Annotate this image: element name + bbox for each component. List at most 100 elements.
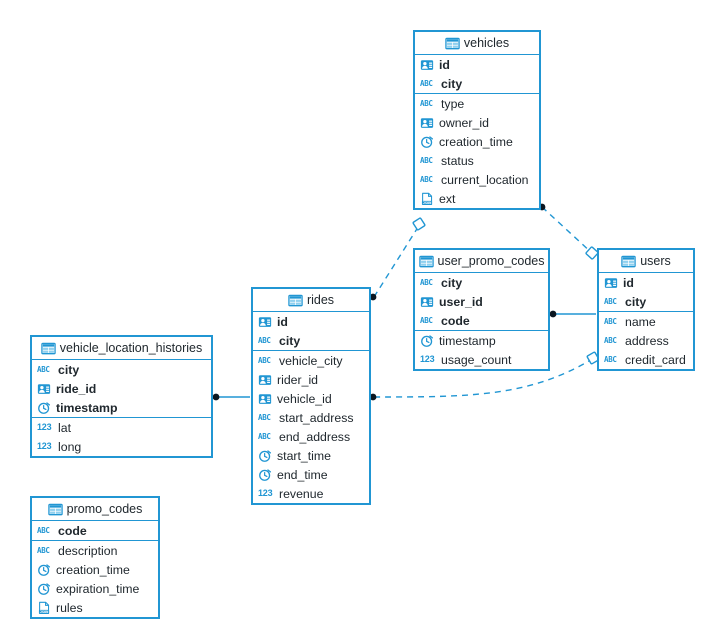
column-row[interactable]: id [599, 273, 693, 292]
column-row[interactable]: ABC description [32, 541, 158, 560]
column-row[interactable]: ABC city [599, 292, 693, 311]
relationship-vlh-rides[interactable] [212, 393, 250, 401]
table-header[interactable]: promo_codes [32, 498, 158, 521]
123-number-icon: 123 [258, 488, 273, 498]
column-row[interactable]: creation_time [32, 560, 158, 579]
column-row[interactable]: id [415, 55, 539, 74]
column-name: city [279, 333, 301, 348]
column-name: id [277, 314, 288, 329]
table-grid-icon [288, 293, 303, 307]
relationship-upc-users[interactable] [549, 310, 596, 318]
table-grid-icon [41, 341, 56, 355]
table-header[interactable]: users [599, 250, 693, 273]
abc-string-icon: ABC [420, 175, 433, 184]
column-row[interactable]: end_time [253, 465, 369, 484]
json-document-icon: JSON [37, 601, 51, 615]
column-row[interactable]: expiration_time [32, 579, 158, 598]
column-row[interactable]: timestamp [32, 398, 211, 417]
table-name: vehicle_location_histories [59, 341, 203, 355]
column-row[interactable]: owner_id [415, 113, 539, 132]
abc-string-icon: ABC [604, 355, 617, 364]
abc-string-icon: ABC [258, 356, 271, 365]
column-name: timestamp [56, 400, 118, 415]
column-row[interactable]: ABC code [415, 311, 548, 330]
abc-string-icon: ABC [258, 336, 271, 345]
column-name: rules [56, 600, 83, 615]
column-row[interactable]: ABC credit_card [599, 350, 693, 369]
column-row[interactable]: user_id [415, 292, 548, 311]
table-header[interactable]: user_promo_codes [415, 250, 548, 273]
column-name: name [625, 314, 656, 329]
abc-string-icon: ABC [604, 336, 617, 345]
column-name: id [439, 57, 450, 72]
abc-string-icon: ABC [258, 432, 271, 441]
column-name: start_address [279, 410, 354, 425]
abc-string-icon: ABC [420, 79, 433, 88]
column-name: ride_id [56, 381, 97, 396]
column-row[interactable]: ABC vehicle_city [253, 351, 369, 370]
column-name: vehicle_city [279, 353, 343, 368]
column-row[interactable]: ABC city [253, 331, 369, 350]
abc-string-icon: ABC [604, 297, 617, 306]
123-number-icon: 123 [37, 441, 52, 451]
abc-string-icon: ABC [420, 99, 433, 108]
abc-string-icon: ABC [258, 413, 271, 422]
column-name: usage_count [441, 352, 512, 367]
column-row[interactable]: id [253, 312, 369, 331]
column-row[interactable]: JSON rules [32, 598, 158, 617]
table-header[interactable]: rides [253, 289, 369, 312]
json-document-icon: JSON [420, 192, 434, 206]
column-row[interactable]: creation_time [415, 132, 539, 151]
column-row[interactable]: start_time [253, 446, 369, 465]
column-name: city [625, 294, 647, 309]
relationship-endpoint-dot [212, 393, 220, 401]
column-row[interactable]: ride_id [32, 379, 211, 398]
column-row[interactable]: ABC start_address [253, 408, 369, 427]
column-name: lat [58, 420, 71, 435]
column-name: code [441, 313, 470, 328]
column-row[interactable]: 123 usage_count [415, 350, 548, 369]
column-name: city [441, 76, 463, 91]
id-badge-icon [258, 373, 272, 387]
column-name: description [58, 543, 118, 558]
column-row[interactable]: ABC current_location [415, 170, 539, 189]
column-row[interactable]: rider_id [253, 370, 369, 389]
abc-string-icon: ABC [420, 278, 433, 287]
relationship-endpoint-dot [549, 310, 557, 318]
table-header[interactable]: vehicles [415, 32, 539, 55]
123-number-icon: 123 [420, 354, 435, 364]
abc-string-icon: ABC [420, 316, 433, 325]
column-row[interactable]: vehicle_id [253, 389, 369, 408]
table-header[interactable]: vehicle_location_histories [32, 337, 211, 360]
table-name: promo_codes [66, 502, 143, 516]
abc-string-icon: ABC [37, 546, 50, 555]
column-row[interactable]: ABC city [415, 74, 539, 93]
svg-text:JSON: JSON [40, 609, 49, 613]
table-grid-icon [445, 36, 460, 50]
column-name: credit_card [625, 352, 686, 367]
column-row[interactable]: timestamp [415, 331, 548, 350]
column-name: current_location [441, 172, 529, 187]
